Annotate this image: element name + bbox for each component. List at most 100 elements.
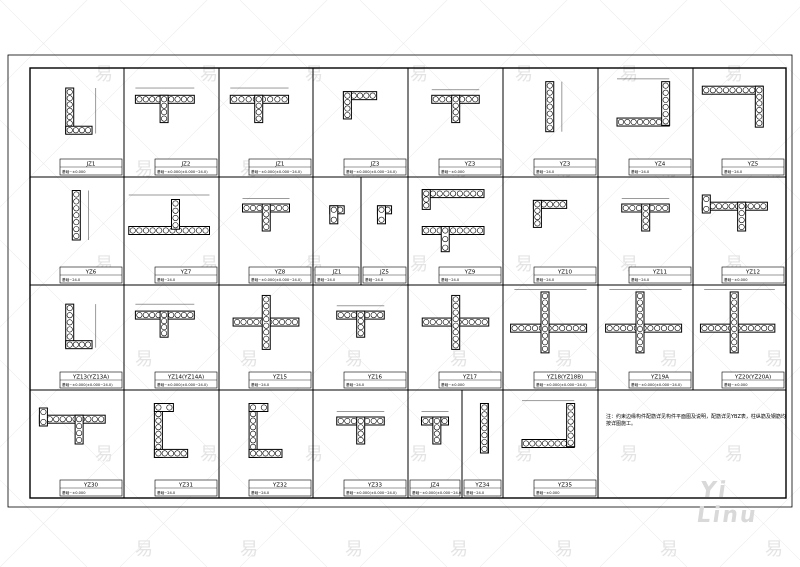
panel-label: JZ1 [332, 270, 342, 276]
panel-label: JZ3 [370, 162, 380, 168]
panel-elevation: 基础~±0.000 [724, 382, 748, 387]
watermark-glyph: 易 [515, 254, 533, 275]
panel-label: JZ4 [430, 483, 440, 489]
panel-elevation: 基础~±0.000 [724, 277, 748, 282]
panel-label: YZ20(YZ20A) [734, 375, 771, 381]
panel-label: YZ13(YZ13A) [72, 375, 109, 381]
panel-label: YZ35 [557, 483, 573, 489]
watermark-glyph: 易 [660, 539, 678, 560]
panel-elevation: 基础~±0.000 [62, 490, 86, 495]
watermark-glyph: 易 [765, 349, 783, 370]
watermark-glyph: 易 [200, 444, 218, 465]
panel-grid [29, 68, 787, 499]
panel-elevation: 基础~24.0 [157, 490, 176, 495]
panel-elevation: 基础~±0.000(±0.000~24.0) [631, 382, 682, 387]
panel-elevation: 基础~±0.000 [441, 169, 465, 174]
panel-label: YZ34 [474, 483, 490, 489]
panel-elevation: 基础~±0.000 [441, 382, 465, 387]
watermark-glyph: 易 [240, 349, 258, 370]
panel-label: JZ2 [181, 162, 191, 168]
column-detail-panels: JZ1基础~±0.000JZ2基础~±0.000(±0.000~24.0)JZ1… [38, 78, 785, 497]
panel-elevation: 基础~±0.000(±0.000~24.0) [62, 382, 113, 387]
panel-label: YZ19A [650, 375, 669, 381]
panel-elevation: 基础~24.0 [251, 382, 270, 387]
panel-label: YZ32 [272, 483, 287, 489]
panel-label: YZ8 [274, 270, 286, 276]
watermark-glyph: 易 [305, 444, 323, 465]
panel-elevation: 基础~24.0 [466, 490, 485, 495]
column-detail-panel: YZ14(YZ14A)基础~±0.000(±0.000~24.0) [134, 303, 218, 389]
panel-elevation: 基础~24.0 [62, 277, 81, 282]
panel-label: YZ14(YZ14A) [167, 375, 204, 381]
panel-elevation: 基础~24.0 [157, 277, 176, 282]
column-detail-panel: YZ18(YZ18B)基础~±0.000(±0.000~24.0) [510, 289, 597, 389]
panel-label: JZ1 [275, 162, 285, 168]
watermark-glyph: 易 [555, 349, 573, 370]
general-note: 注：约束边缘构件配筋详见构件平面图及说明，配筋详见YBZ表，柱纵筋及钢筋均按详图… [606, 414, 786, 427]
column-detail-panel: YZ13(YZ13A)基础~±0.000(±0.000~24.0) [59, 303, 123, 389]
watermark-glyph: 易 [620, 444, 638, 465]
watermark-glyph: 易 [725, 444, 743, 465]
panel-label: YZ6 [85, 270, 97, 276]
panel-elevation: 基础~24.0 [365, 277, 384, 282]
watermark-glyph: 易 [95, 444, 113, 465]
watermark-glyph: 易 [240, 539, 258, 560]
watermark-glyph: 易 [95, 64, 113, 85]
watermark-glyph: 易 [765, 539, 783, 560]
panel-elevation: 基础~24.0 [536, 277, 555, 282]
panel-elevation: 基础~±0.000(±0.000~24.0) [536, 382, 587, 387]
panel-label: YZ7 [180, 270, 192, 276]
panel-label: YZ17 [462, 375, 478, 381]
panel-elevation: 基础~24.0 [317, 277, 336, 282]
column-detail-panel: YZ7 基础~24.0 [128, 194, 218, 284]
panel-elevation: 基础~±0.000(±0.000~24.0) [346, 169, 397, 174]
column-detail-panel: YZ6 基础~24.0 [59, 190, 123, 284]
panel-label: YZ12 [745, 270, 760, 276]
panel-elevation: 基础~±0.000(±0.000~24.0) [157, 382, 208, 387]
watermark-glyph: 易 [135, 159, 153, 180]
watermark-glyph: 易 [515, 444, 533, 465]
watermark-glyph: 易 [135, 349, 153, 370]
panel-elevation: 基础~±0.000(±0.000~24.0) [251, 277, 302, 282]
panel-label: JZ1 [86, 162, 96, 168]
watermark-glyph: 易 [620, 64, 638, 85]
watermark-glyph: 易 [135, 539, 153, 560]
watermark-glyph: 易 [555, 539, 573, 560]
sheet-border [7, 54, 793, 508]
panel-elevation: 基础~±0.000(±0.000~24.0) [157, 169, 208, 174]
panel-elevation: 基础~±0.000 [536, 490, 560, 495]
panel-elevation: 基础~24.0 [251, 490, 270, 495]
watermark-glyph: 易 [200, 64, 218, 85]
panel-elevation: 基础~24.0 [346, 382, 365, 387]
watermark-glyph: 易 [725, 64, 743, 85]
panel-elevation: 基础~±0.000 [62, 169, 86, 174]
panel-label: YZ33 [367, 483, 383, 489]
watermark-glyph: 易 [515, 64, 533, 85]
panel-label: YZ15 [272, 375, 288, 381]
watermark-glyph: 易 [450, 349, 468, 370]
panel-label: YZ3 [464, 162, 476, 168]
panel-elevation: 基础~24.0 [724, 169, 743, 174]
panel-label: YZ31 [178, 483, 193, 489]
